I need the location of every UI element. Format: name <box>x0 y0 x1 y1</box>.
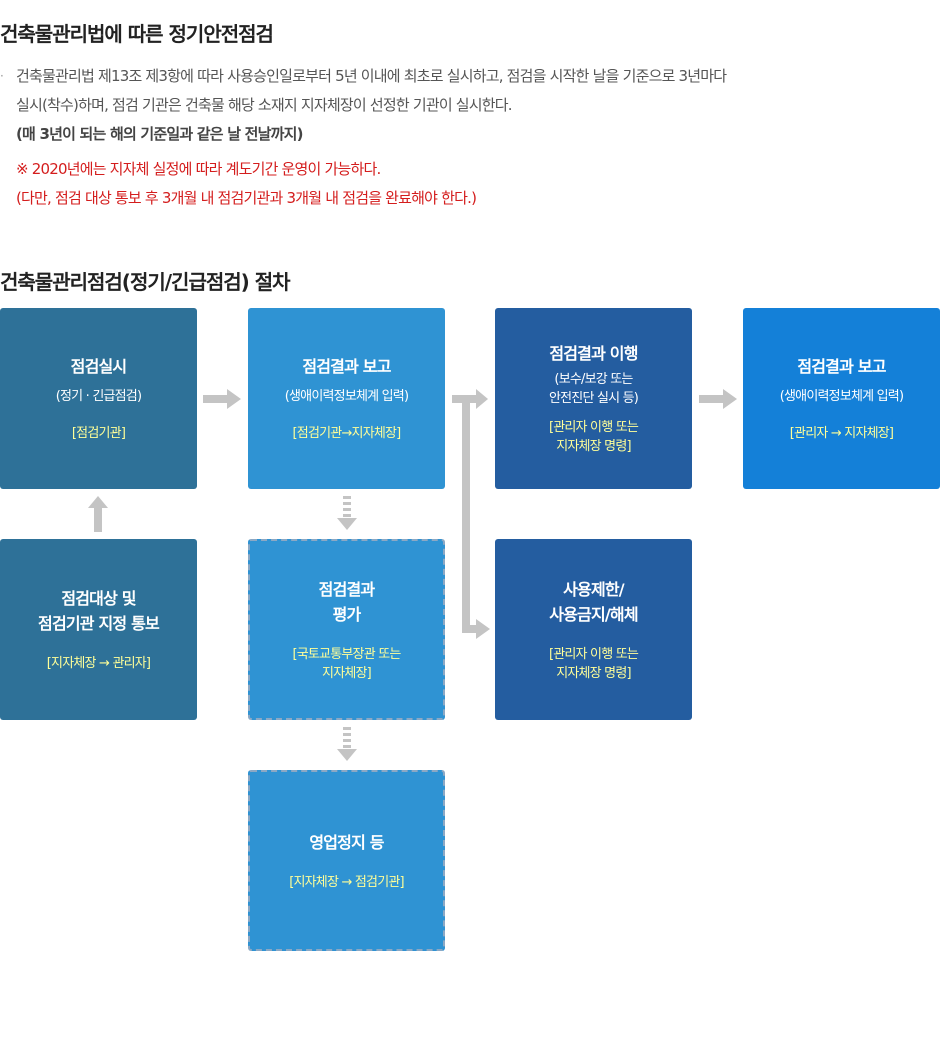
arrow-right-icon <box>699 389 737 409</box>
step-subtitle: (생애이력정보체계 입력) <box>284 389 409 404</box>
step-title: 점검결과 보고 <box>797 357 886 376</box>
step-responsible: [국토교통부장관 또는 지자체장] <box>292 646 401 681</box>
step-use-restriction: 사용제한/ 사용금지/해체 [관리자 이행 또는 지자체장 명령] <box>495 539 692 720</box>
note-condition: (다만, 점검 대상 통보 후 3개월 내 점검기관과 3개월 내 점검을 완료… <box>16 189 477 207</box>
step-responsible: [지자체장 → 점검기관] <box>289 874 404 890</box>
section-title-procedure: 건축물관리점검(정기/긴급점검) 절차 <box>0 270 291 294</box>
arrow-right-icon <box>203 389 241 409</box>
note-grace-period: ※ 2020년에는 지자체 실정에 따라 계도기간 운영이 가능하다. <box>16 160 381 178</box>
step-responsible: [점검기관→지자체장] <box>292 426 402 441</box>
description-block: · 건축물관리법 제13조 제3항에 따라 사용승인일로부터 5년 이내에 최초로… <box>0 62 930 213</box>
step-responsible: [관리자 이행 또는 지자체장 명령] <box>548 646 639 681</box>
step-implementation: 점검결과 이행 (보수/보강 또는 안전진단 실시 등) [관리자 이행 또는 … <box>495 308 692 489</box>
step-subtitle: (정기 · 긴급점검) <box>55 389 142 404</box>
step-evaluation: 점검결과 평가 [국토교통부장관 또는 지자체장] <box>248 539 445 720</box>
step-title: 점검대상 및 점검기관 지정 통보 <box>38 589 160 633</box>
arrow-down-dashed-icon <box>337 496 357 530</box>
description-line: · 건축물관리법 제13조 제3항에 따라 사용승인일로부터 5년 이내에 최초로… <box>0 62 930 91</box>
arrow-up-icon <box>88 496 108 532</box>
arrow-down-dashed-icon <box>337 727 357 761</box>
description-text-1: 건축물관리법 제13조 제3항에 따라 사용승인일로부터 5년 이내에 최초로 … <box>16 67 727 85</box>
description-line: 실시(착수)하며, 점검 기관은 건축물 해당 소재지 지자체장이 선정한 기관… <box>16 96 513 114</box>
step-responsible: [점검기관] <box>71 426 126 441</box>
step-business-suspension: 영업정지 등 [지자체장 → 점검기관] <box>248 770 445 951</box>
step-title: 점검실시 <box>70 357 127 376</box>
step-title: 점검결과 평가 <box>318 579 375 624</box>
step-title: 사용제한/ 사용금지/해체 <box>549 579 638 624</box>
section-title-regular-inspection: 건축물관리법에 따른 정기안전점검 <box>0 22 274 46</box>
step-title: 점검결과 보고 <box>302 357 391 376</box>
step-report-manager: 점검결과 보고 (생애이력정보체계 입력) [관리자 → 지자체장] <box>743 308 940 489</box>
description-deadline: (매 3년이 되는 해의 기준일과 같은 날 전날까지) <box>16 125 304 143</box>
step-report-inspector: 점검결과 보고 (생애이력정보체계 입력) [점검기관→지자체장] <box>248 308 445 489</box>
step-responsible: [관리자 → 지자체장] <box>789 426 894 441</box>
step-subtitle: (생애이력정보체계 입력) <box>779 389 904 404</box>
step-responsible: [관리자 이행 또는 지자체장 명령] <box>548 420 639 454</box>
step-responsible: [지자체장 → 관리자] <box>46 656 151 671</box>
step-subtitle: (보수/보강 또는 안전진단 실시 등) <box>548 372 639 406</box>
step-title: 영업정지 등 <box>309 832 384 852</box>
arrow-branch-icon <box>452 389 490 639</box>
step-inspection: 점검실시 (정기 · 긴급점검) [점검기관] <box>0 308 197 489</box>
bullet-icon: · <box>0 69 4 83</box>
step-title: 점검결과 이행 <box>549 344 638 363</box>
step-notification: 점검대상 및 점검기관 지정 통보 [지자체장 → 관리자] <box>0 539 197 720</box>
